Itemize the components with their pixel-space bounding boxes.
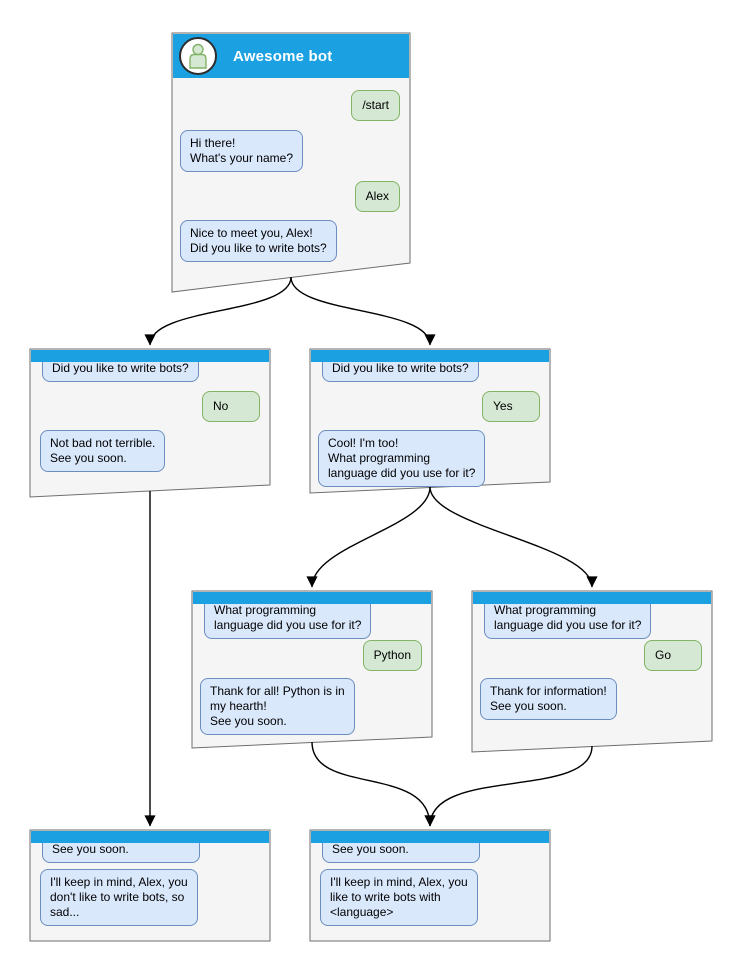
bot-message-bubble: Cool! I'm too! What programming language…	[318, 430, 486, 487]
user-message-bubble: Yes	[482, 391, 540, 422]
yes-window-titlebar	[311, 350, 549, 362]
python-window-titlebar	[193, 592, 431, 604]
bot-message-bubble: Hi there! What's your name?	[180, 130, 304, 172]
edge-python-to-end	[311, 741, 436, 827]
end-yes-window-titlebar	[311, 831, 549, 843]
edge-yes-to-python	[306, 486, 431, 588]
end-no-window-titlebar	[31, 831, 269, 843]
bot-message-bubble: I'll keep in mind, Alex, you like to wri…	[320, 869, 478, 926]
no-window-titlebar	[31, 350, 269, 362]
user-message-bubble: Alex	[354, 181, 400, 212]
edge-main-to-no	[144, 276, 292, 346]
user-message-bubble: Python	[362, 640, 422, 671]
bot-message-bubble: What programming language did you use fo…	[204, 597, 372, 639]
person-icon	[189, 43, 207, 69]
window-title: Awesome bot	[233, 47, 333, 65]
bot-message-bubble: I'll keep in mind, Alex, you don't like …	[40, 869, 198, 926]
bot-message-bubble: Thank for all! Python is in my hearth! S…	[200, 678, 355, 735]
edge-go-to-end	[424, 745, 593, 827]
bot-message-bubble: Not bad not terrible. See you soon.	[40, 430, 166, 472]
bot-avatar	[179, 37, 217, 75]
main-window-titlebar: Awesome bot	[173, 34, 409, 78]
user-message-bubble: Go	[644, 640, 702, 671]
edge-main-to-yes	[290, 276, 436, 346]
bot-message-bubble: Thank for information! See you soon.	[480, 678, 617, 720]
user-message-bubble: /start	[351, 90, 400, 121]
bot-message-bubble: Nice to meet you, Alex! Did you like to …	[180, 220, 337, 262]
user-message-bubble: No	[202, 391, 260, 422]
edge-yes-to-go	[429, 486, 598, 588]
go-window-titlebar	[473, 592, 711, 604]
